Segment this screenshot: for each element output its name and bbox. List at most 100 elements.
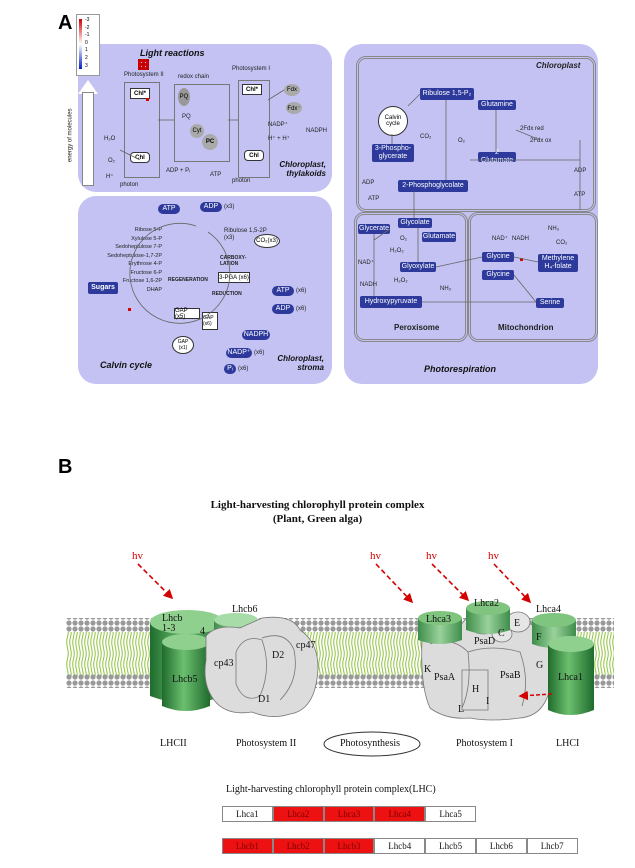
redox-box (174, 84, 230, 162)
panel-b-letter: B (58, 456, 73, 478)
h2o2-label-2: H₂O₂ (394, 278, 408, 284)
fdx-ox-label: 2Fdx ox (530, 138, 552, 144)
lhc-cell-lhcb6[interactable]: Lhcb6 (476, 838, 527, 854)
nadph-node: NADPH (242, 330, 270, 340)
rubp-node: Ribulose 1,5-P₂ (420, 88, 474, 100)
redox-label: redox chain (178, 74, 210, 80)
photon-ps1-label: photon (232, 178, 251, 184)
regeneration-label: REGENERATION (168, 277, 208, 283)
serine-node: Serine (536, 298, 564, 308)
nad-label-perox: NAD⁺ (358, 260, 374, 266)
cp43-label: cp43 (214, 658, 234, 669)
lhc-cell-lhca1[interactable]: Lhca1 (222, 806, 273, 822)
psa-e-label: E (514, 618, 521, 629)
lhc-cell-lhcb7[interactable]: Lhcb7 (526, 838, 578, 854)
lhc-cell-lhca3[interactable]: Lhca3 (323, 806, 375, 822)
nadp-x6-label: (x6) (254, 350, 265, 356)
gap-x5-box: GAP (x5) (174, 308, 200, 320)
glutamine-node: Glutamine (478, 100, 516, 110)
psa-h-label: H (472, 684, 480, 695)
glycerate-node: Glycerate (358, 224, 390, 234)
o2-label: O₂ (108, 158, 115, 164)
peroxisome-compartment (354, 212, 468, 342)
ps1-label-b: Photosystem I (456, 738, 513, 749)
lhc-cell-lhca5[interactable]: Lhca5 (425, 806, 476, 822)
h-h-label: H⁺ + H⁺ (268, 136, 290, 142)
chl-ps2: Chl (130, 152, 150, 163)
energy-arrow (78, 80, 98, 94)
adp-x3-node: ADP (200, 202, 222, 212)
nh3-label-mito: NH₃ (548, 226, 560, 232)
lhc-cell-lhca2[interactable]: Lhca2 (272, 806, 324, 822)
pc-node: PC (202, 134, 218, 150)
calvin-intermediate: Sedoheptulose 7-P (115, 244, 162, 250)
cyt-node: Cyt (190, 124, 204, 138)
adp-label-pr: ADP (362, 180, 375, 186)
glycolate-node: Glycolate (398, 218, 432, 228)
light-reactions-panel (78, 44, 332, 192)
glyoxylate-node: Glyoxylate (400, 262, 436, 272)
panel-a-connectors (119, 89, 581, 324)
red-grid-icon (138, 59, 149, 70)
psaa-label: PsaA (434, 672, 456, 683)
lhc-cell-lhcb1[interactable]: Lhcb1 (222, 838, 273, 854)
calvin-intermediate: Xylulose 5-P (131, 235, 162, 242)
atp-label-light: ATP (210, 172, 222, 178)
calvin-intermediate: Fructose 1,6-2P (122, 278, 162, 284)
h-label: H⁺ (106, 174, 114, 180)
legend-tick: 3 (85, 62, 88, 69)
lhcii-label: LHCII (160, 738, 187, 749)
light-reactions-title: Light reactions (140, 48, 205, 58)
energy-axis (82, 92, 94, 186)
membrane-diagram (66, 563, 614, 757)
lhc-cell-lhcb3[interactable]: Lhcb3 (323, 838, 375, 854)
adp-x6-node: ADP (272, 304, 294, 314)
glycine-node-2: Glycine (482, 270, 514, 280)
pi-x6-label: (x6) (238, 366, 249, 372)
reduction-label: REDUCTION (212, 291, 242, 297)
lhc-table-title: Light-harvesting chlorophyll protein com… (226, 784, 436, 795)
nadph-label-light: NADPH (306, 128, 328, 134)
chl-ps1: Chl (244, 150, 264, 161)
sugars-node: Sugars (88, 282, 118, 294)
chloroplast-compartment (356, 56, 596, 212)
ribulose-label: Ribulose 1,5-2P (x3) (224, 228, 267, 241)
methylene-folate-node: Methylene H₄-folate (538, 254, 578, 272)
lhc-cell-lhcb2[interactable]: Lhcb2 (272, 838, 324, 854)
nadh-label-perox: NADH (360, 282, 378, 288)
psa-k-label: K (424, 664, 432, 675)
lhci-label: LHCI (556, 738, 580, 749)
atp-x6-node: ATP (272, 286, 294, 296)
panel-b-title-line1: Light-harvesting chlorophyll protein com… (210, 499, 425, 511)
2-glutamate-node: 2 Glutamate (478, 149, 516, 164)
legend-tick: -1 (85, 32, 90, 39)
adp-x6-label: (x6) (296, 306, 307, 312)
psa-f-label: F (536, 632, 542, 643)
lhc-cell-lhcb4[interactable]: Lhcb4 (374, 838, 426, 854)
hydroxypyruvate-node: Hydroxypyruvate (360, 296, 422, 308)
lhca1-label: Lhca1 (558, 672, 583, 683)
3pga-node: 3-Phospho-glycerate (372, 144, 414, 162)
calvin-intermediate: Ribose 5-P (134, 227, 162, 233)
calvin-intermediate: Fructose 6-P (130, 269, 162, 276)
lhc-cell-lhca4[interactable]: Lhca4 (374, 806, 426, 822)
ps2-marker (146, 98, 149, 101)
pi-node: Pᵢ (224, 364, 236, 374)
photosynthesis-label[interactable]: Photosynthesis (340, 738, 401, 749)
pq-label: PQ (182, 114, 191, 120)
d1-label: D1 (258, 694, 271, 705)
hv-label-1: hv (132, 550, 143, 562)
adp-pi-label: ADP + Pᵢ (166, 168, 191, 174)
psad-label: PsaD (474, 636, 496, 647)
d2-label: D2 (272, 650, 285, 661)
peroxisome-label: Peroxisome (394, 323, 440, 332)
mitochondrion-compartment (468, 212, 598, 342)
lhc-cell-lhcb5[interactable]: Lhcb5 (425, 838, 476, 854)
calvin-marker (128, 308, 131, 311)
fdx-reduced-node: Fdx⁻ (286, 102, 302, 114)
glutamate-node: Glutamate (422, 232, 456, 242)
